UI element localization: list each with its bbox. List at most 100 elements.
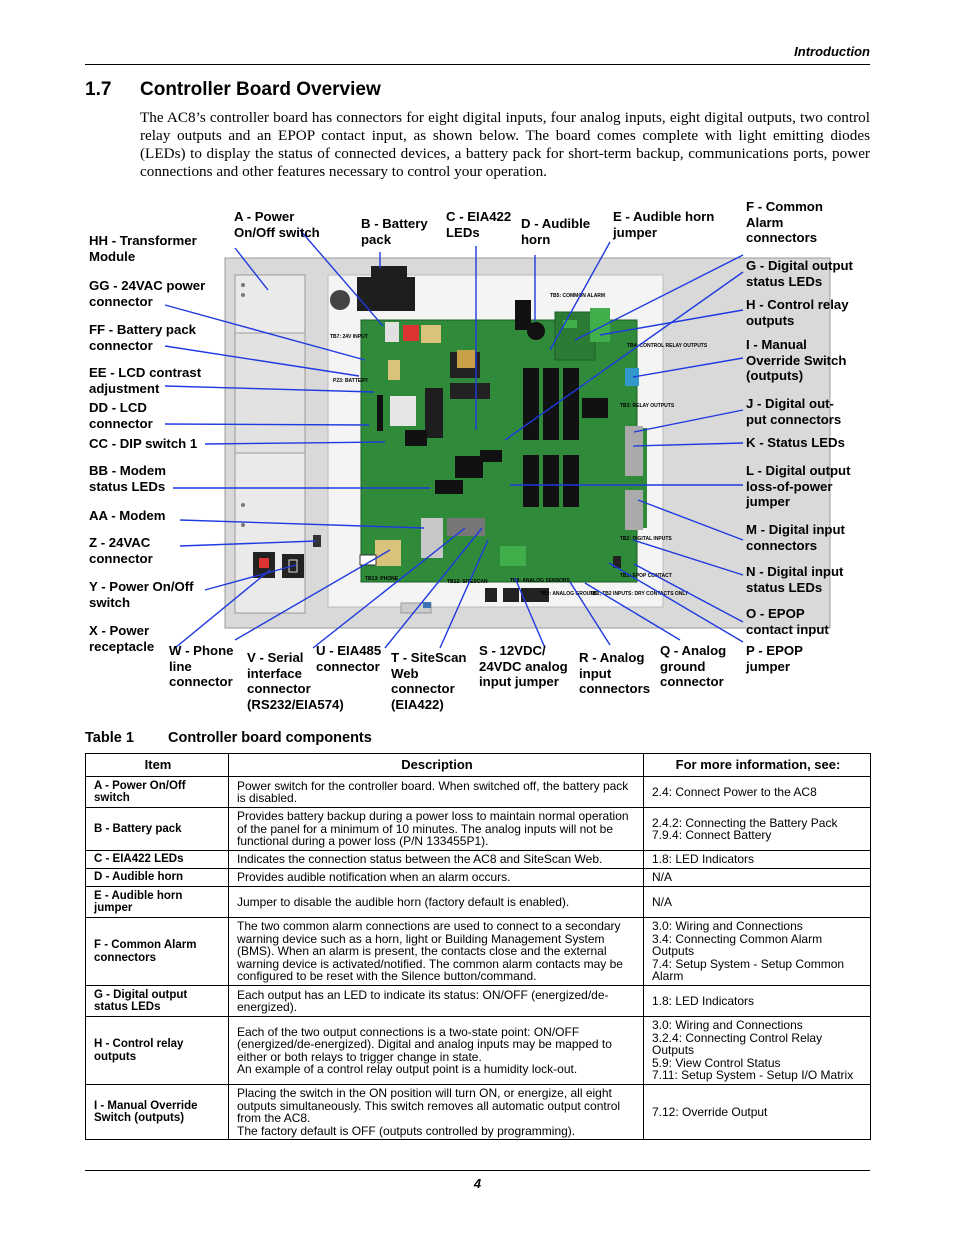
transformer-module [234, 274, 306, 334]
footer-rule [85, 1170, 870, 1171]
table-row: I - Manual Override Switch (outputs) Pla… [85, 1084, 871, 1140]
row-item: H - Control relay outputs [85, 1016, 229, 1085]
tb2-label: TB2: DIGITAL INPUTS [620, 536, 672, 542]
callout-cc: CC - DIP switch 1 [89, 436, 198, 451]
table-header-row: Item Description For more information, s… [85, 753, 871, 777]
row-reference: 3.0: Wiring and Connections 3.2.4: Conne… [643, 1016, 871, 1085]
callout-ff: FF - Battery pack connector [89, 322, 196, 353]
callout-k: K - Status LEDs [746, 435, 845, 450]
tb7-label: TB7: 24V INPUT [330, 334, 368, 340]
callout-bb: BB - Modem status LEDs [89, 463, 166, 494]
callout-z: Z - 24VAC connector [89, 535, 153, 566]
table-row: E - Audible horn jumper Jumper to disabl… [85, 886, 871, 918]
tb9-label: TB9: ANALOG GROUND [540, 591, 598, 597]
row-item: D - Audible horn [85, 868, 229, 887]
tb4-label: TB4: CONTROL RELAY OUTPUTS [627, 343, 708, 349]
row-description: Each of the two output connections is a … [228, 1016, 644, 1085]
table-row: B - Battery pack Provides battery backup… [85, 807, 871, 851]
row-item: F - Common Alarm connectors [85, 917, 229, 986]
callout-g: G - Digital output status LEDs [746, 258, 853, 289]
callout-i: I - Manual Override Switch (outputs) [746, 337, 847, 383]
row-description: Each output has an LED to indicate its s… [228, 985, 644, 1017]
row-item: B - Battery pack [85, 807, 229, 851]
row-description: Indicates the connection status between … [228, 850, 644, 869]
callout-b: B - Battery pack [361, 216, 428, 247]
callout-aa: AA - Modem [89, 508, 166, 523]
power-panel [234, 452, 306, 614]
row-item: G - Digital output status LEDs [85, 985, 229, 1017]
callout-f: F - Common Alarm connectors [746, 199, 823, 245]
callout-gg: GG - 24VAC power connector [89, 278, 206, 309]
row-item: C - EIA422 LEDs [85, 850, 229, 869]
tb-note: TB1, TB2 INPUTS: DRY CONTACTS ONLY [590, 591, 689, 597]
row-reference: 2.4.2: Connecting the Battery Pack 7.9.4… [643, 807, 871, 851]
tb3-label: TB3: RELAY OUTPUTS [620, 403, 675, 409]
callout-dd: DD - LCD connector [89, 400, 153, 431]
tb12-label: TB12: SITESCAN [447, 579, 488, 585]
row-reference: 7.12: Override Output [643, 1084, 871, 1140]
callout-j: J - Digital out- put connectors [746, 396, 842, 427]
controller-board-figure: TB7: 24V INPUT P23: BATTERY TB5: COMMON … [164, 229, 831, 649]
row-item: E - Audible horn jumper [85, 886, 229, 918]
header-item: Item [85, 753, 229, 777]
callout-y: Y - Power On/Off switch [89, 579, 194, 610]
serial-connector [447, 518, 485, 536]
header-reference: For more information, see: [643, 753, 871, 777]
callout-u: U - EIA485 connector [316, 643, 382, 674]
callout-h: H - Control relay outputs [746, 297, 849, 328]
table-row: G - Digital output status LEDs Each outp… [85, 985, 871, 1017]
row-item: A - Power On/Off switch [85, 776, 229, 808]
callout-m: M - Digital input connectors [746, 522, 845, 553]
row-description: Jumper to disable the audible horn (fact… [228, 886, 644, 918]
callout-e: E - Audible horn jumper [613, 209, 715, 240]
battery-pack [357, 277, 415, 311]
intro-paragraph: The AC8’s controller board has connector… [140, 109, 870, 180]
tb8-label: TB8: ANALOG SENSORS [510, 578, 570, 584]
row-reference: N/A [643, 886, 871, 918]
callout-a: A - Power On/Off switch [234, 209, 320, 240]
row-reference: 1.8: LED Indicators [643, 985, 871, 1017]
row-description: The two common alarm connections are use… [228, 917, 644, 986]
tb5-label: TB5: COMMON ALARM [550, 293, 605, 299]
modem [421, 518, 443, 558]
callout-t: T - SiteScan Web connector (EIA422) [391, 650, 467, 712]
callout-s: S - 12VDC/ 24VDC analog input jumper [479, 643, 568, 689]
callout-hh: HH - Transformer Module [89, 233, 197, 264]
row-description: Provides audible notification when an al… [228, 868, 644, 887]
transformer-lower [234, 332, 306, 454]
table-row: H - Control relay outputs Each of the tw… [85, 1016, 871, 1085]
row-item: I - Manual Override Switch (outputs) [85, 1084, 229, 1140]
section-title: Controller Board Overview [140, 79, 381, 100]
row-description: Placing the switch in the ON position wi… [228, 1084, 644, 1140]
callout-r: R - Analog input connectors [579, 650, 651, 696]
row-reference: 3.0: Wiring and Connections 3.4: Connect… [643, 917, 871, 986]
table-row: A - Power On/Off switch Power switch for… [85, 776, 871, 808]
row-description: Provides battery backup during a power l… [228, 807, 644, 851]
callout-ee: EE - LCD contrast adjustment [89, 365, 202, 396]
callout-p: P - EPOP jumper [746, 643, 803, 674]
callout-v: V - Serial interface connector (RS232/EI… [247, 650, 344, 712]
callout-x: X - Power receptacle [89, 623, 155, 654]
row-description: Power switch for the controller board. W… [228, 776, 644, 808]
tb1-label: TB1: EPOP CONTACT [620, 573, 672, 579]
row-reference: 1.8: LED Indicators [643, 850, 871, 869]
callout-l: L - Digital output loss-of-power jumper [746, 463, 851, 509]
table-row: C - EIA422 LEDs Indicates the connection… [85, 850, 871, 869]
row-reference: 2.4: Connect Power to the AC8 [643, 776, 871, 808]
components-table: Item Description For more information, s… [85, 753, 871, 1140]
battery-cap [330, 290, 350, 310]
callout-lines [164, 229, 744, 649]
tb13-label: TB13: PHONE [365, 576, 399, 582]
running-header: Introduction [794, 44, 870, 59]
callout-c: C - EIA422 LEDs [446, 209, 512, 240]
table-caption-number: Table 1 [85, 730, 134, 746]
callout-q: Q - Analog ground connector [660, 643, 727, 689]
table-row: D - Audible horn Provides audible notifi… [85, 868, 871, 887]
page-number: 4 [473, 1176, 482, 1191]
audible-horn [527, 322, 545, 340]
callout-o: O - EPOP contact input [746, 606, 829, 637]
24vac-connector [313, 535, 321, 547]
callout-n: N - Digital input status LEDs [746, 564, 844, 595]
row-reference: N/A [643, 868, 871, 887]
board-power-switch [403, 325, 419, 341]
